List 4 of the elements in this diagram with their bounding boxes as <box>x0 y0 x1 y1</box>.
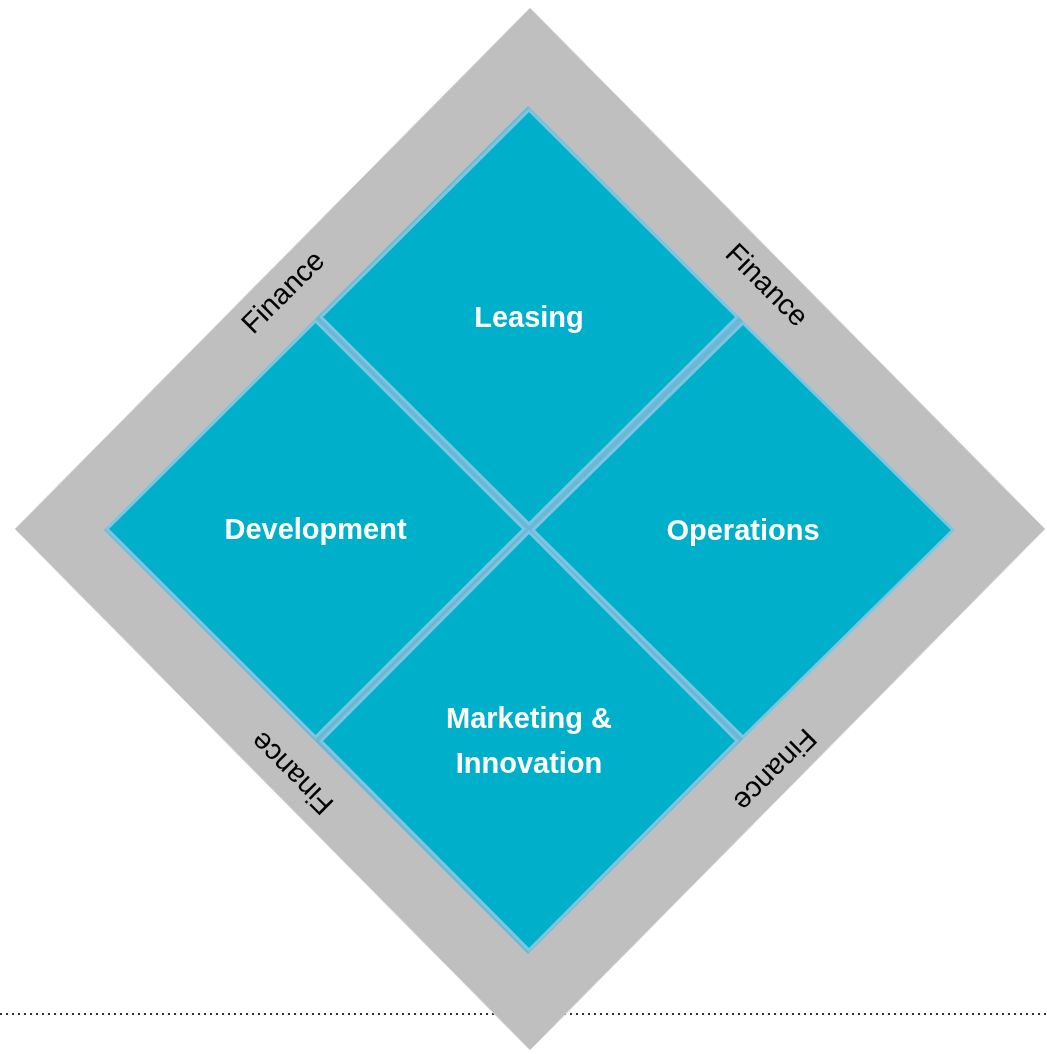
segment-label: Development <box>224 511 407 547</box>
segment-label: Leasing <box>474 299 584 335</box>
segment-label: Operations <box>666 512 820 548</box>
segment-label: Marketing & Innovation <box>445 701 613 781</box>
